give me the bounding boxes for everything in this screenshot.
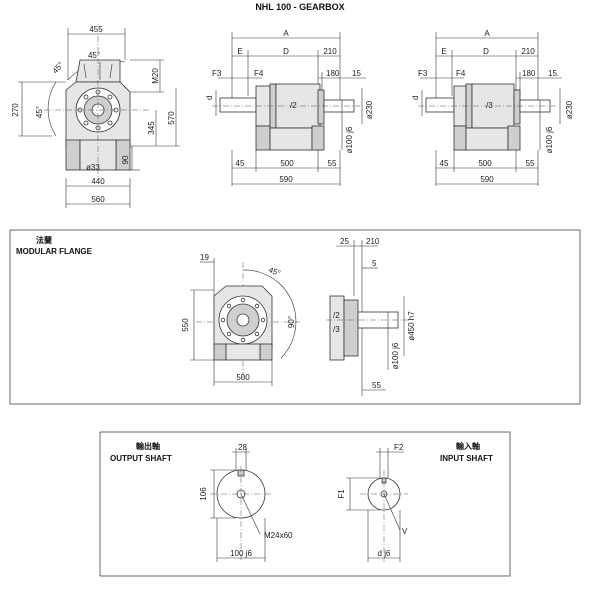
dim-e: E [441, 47, 446, 56]
input-shaft-label-cn: 輸入軸 [456, 441, 480, 451]
dim-a: A [283, 29, 289, 38]
output-shaft-label-cn: 輸出軸 [136, 441, 160, 451]
dim-phi100: ø100 j6 [545, 126, 554, 153]
dim-570: 570 [167, 111, 176, 125]
dim-500: 500 [280, 159, 294, 168]
dim-440: 440 [91, 177, 105, 186]
dim-phi230: ø230 [565, 100, 574, 119]
dim-angle-45: 45° [267, 265, 281, 278]
dim-d-small: d [411, 96, 420, 100]
dim-phi230: ø230 [365, 100, 374, 119]
dim-55: 55 [328, 159, 337, 168]
output-shaft-label-en: OUTPUT SHAFT [110, 454, 172, 463]
ratio-3-label: /3 [333, 325, 340, 334]
dim-v: V [402, 527, 408, 536]
dim-500: 500 [478, 159, 492, 168]
dim-f3: F3 [212, 69, 222, 78]
dim-f4: F4 [456, 69, 466, 78]
dim-19: 19 [200, 253, 209, 262]
modular-flange-label-en: MODULAR FLANGE [16, 247, 93, 256]
modular-flange-section: 法蘭 MODULAR FLANGE 19 45° 90° [9, 229, 581, 405]
dim-phi100: ø100 j6 [391, 342, 400, 369]
dim-180: 180 [522, 69, 536, 78]
shafts-frame [99, 431, 511, 577]
shafts-section: 輸出軸 OUTPUT SHAFT 28 106 M24x60 100 j6 輸入… [99, 431, 511, 577]
dim-55: 55 [526, 159, 535, 168]
ratio-2-label: /2 [333, 311, 340, 320]
dim-f3: F3 [418, 69, 428, 78]
dim-345: 345 [147, 121, 156, 135]
dim-180: 180 [326, 69, 340, 78]
dim-m20: M20 [151, 68, 160, 84]
dim-phi100: ø100 j6 [345, 126, 354, 153]
dim-500: 500 [236, 373, 250, 382]
dim-55: 55 [372, 381, 381, 390]
dim-f2: F2 [394, 443, 404, 452]
input-shaft-label-en: INPUT SHAFT [440, 454, 493, 463]
dim-angle-mid: 45° [51, 60, 66, 75]
dim-angle-left: 45° [35, 106, 44, 118]
front-view: 455 45° 45° 45° [11, 25, 180, 208]
dim-m24: M24x60 [264, 531, 293, 540]
ratio-label: /3 [486, 101, 493, 110]
dim-28: 28 [238, 443, 247, 452]
dim-dj6: d j6 [378, 549, 391, 558]
dim-210: 210 [323, 47, 337, 56]
dim-angle-top: 45° [88, 51, 100, 60]
dim-100j6: 100 j6 [230, 549, 252, 558]
dim-560: 560 [91, 195, 105, 204]
dim-106: 106 [199, 487, 208, 501]
dim-15: 15. [548, 69, 559, 78]
dim-210: 210 [366, 237, 380, 246]
dim-550: 550 [181, 318, 190, 332]
dim-455: 455 [89, 25, 103, 34]
modular-flange-frame [9, 229, 581, 405]
page-title: NHL 100 - GEARBOX [255, 2, 344, 12]
dim-d-small: d [205, 96, 214, 100]
side-view-2: A E D 210 F3 F4 180 15 d /2 ø230 [205, 29, 374, 186]
dim-angle-90: 90° [287, 316, 296, 328]
dim-590: 590 [480, 175, 494, 184]
dim-phi450: ø450 h7 [407, 311, 416, 341]
dim-270: 270 [11, 103, 20, 117]
dim-f1: F1 [337, 489, 346, 499]
dim-d: D [483, 47, 489, 56]
dim-e: E [237, 47, 242, 56]
dim-590: 590 [279, 175, 293, 184]
dim-d: D [283, 47, 289, 56]
flange-bolt-holes [220, 297, 266, 343]
dim-a: A [484, 29, 490, 38]
dim-45: 45 [440, 159, 449, 168]
dim-25: 25 [340, 237, 349, 246]
dim-5: 5 [372, 259, 377, 268]
dim-phi33: ø33 [86, 163, 100, 172]
dim-210: 210 [521, 47, 535, 56]
modular-flange-label-cn: 法蘭 [36, 235, 52, 245]
dim-90: 90 [121, 155, 130, 164]
dim-45: 45 [236, 159, 245, 168]
dim-15: 15 [352, 69, 361, 78]
dim-f4: F4 [254, 69, 264, 78]
side-view-3: A E D 210 F3 F4 180 15. d /3 ø230 ø100 j… [411, 29, 574, 186]
ratio-label: /2 [290, 101, 297, 110]
